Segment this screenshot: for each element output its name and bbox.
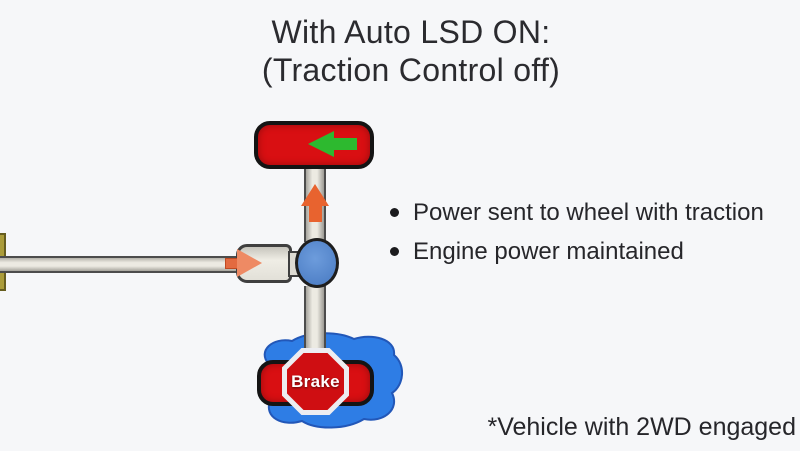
bullet-list: Power sent to wheel with traction Engine… (390, 199, 764, 277)
bullet-item: Power sent to wheel with traction (390, 199, 764, 226)
bullet-item: Engine power maintained (390, 238, 764, 265)
page-title-line2: (Traction Control off) (261, 52, 561, 88)
page-title: With Auto LSD ON: (Traction Control off) (0, 13, 800, 89)
driveshaft (0, 256, 240, 273)
bullet-text: Engine power maintained (413, 237, 684, 265)
bullet-text: Power sent to wheel with traction (413, 198, 764, 226)
orange-arrow-up-icon (309, 205, 322, 222)
differential (295, 238, 339, 288)
rear-axle (304, 286, 326, 366)
orange-arrow-up-icon (301, 184, 329, 206)
orange-arrow-right-icon (237, 249, 262, 277)
page-title-line1: With Auto LSD ON: (271, 14, 551, 50)
stop-octagon-icon: Brake (282, 348, 349, 415)
bullet-dot (390, 247, 399, 256)
green-arrow-left-icon (333, 138, 357, 150)
bullet-dot (390, 208, 399, 217)
brake-label: Brake (291, 371, 340, 391)
footnote: *Vehicle with 2WD engaged (487, 413, 796, 441)
green-arrow-left-icon (308, 131, 334, 157)
stop-octagon-inner: Brake (287, 353, 344, 410)
